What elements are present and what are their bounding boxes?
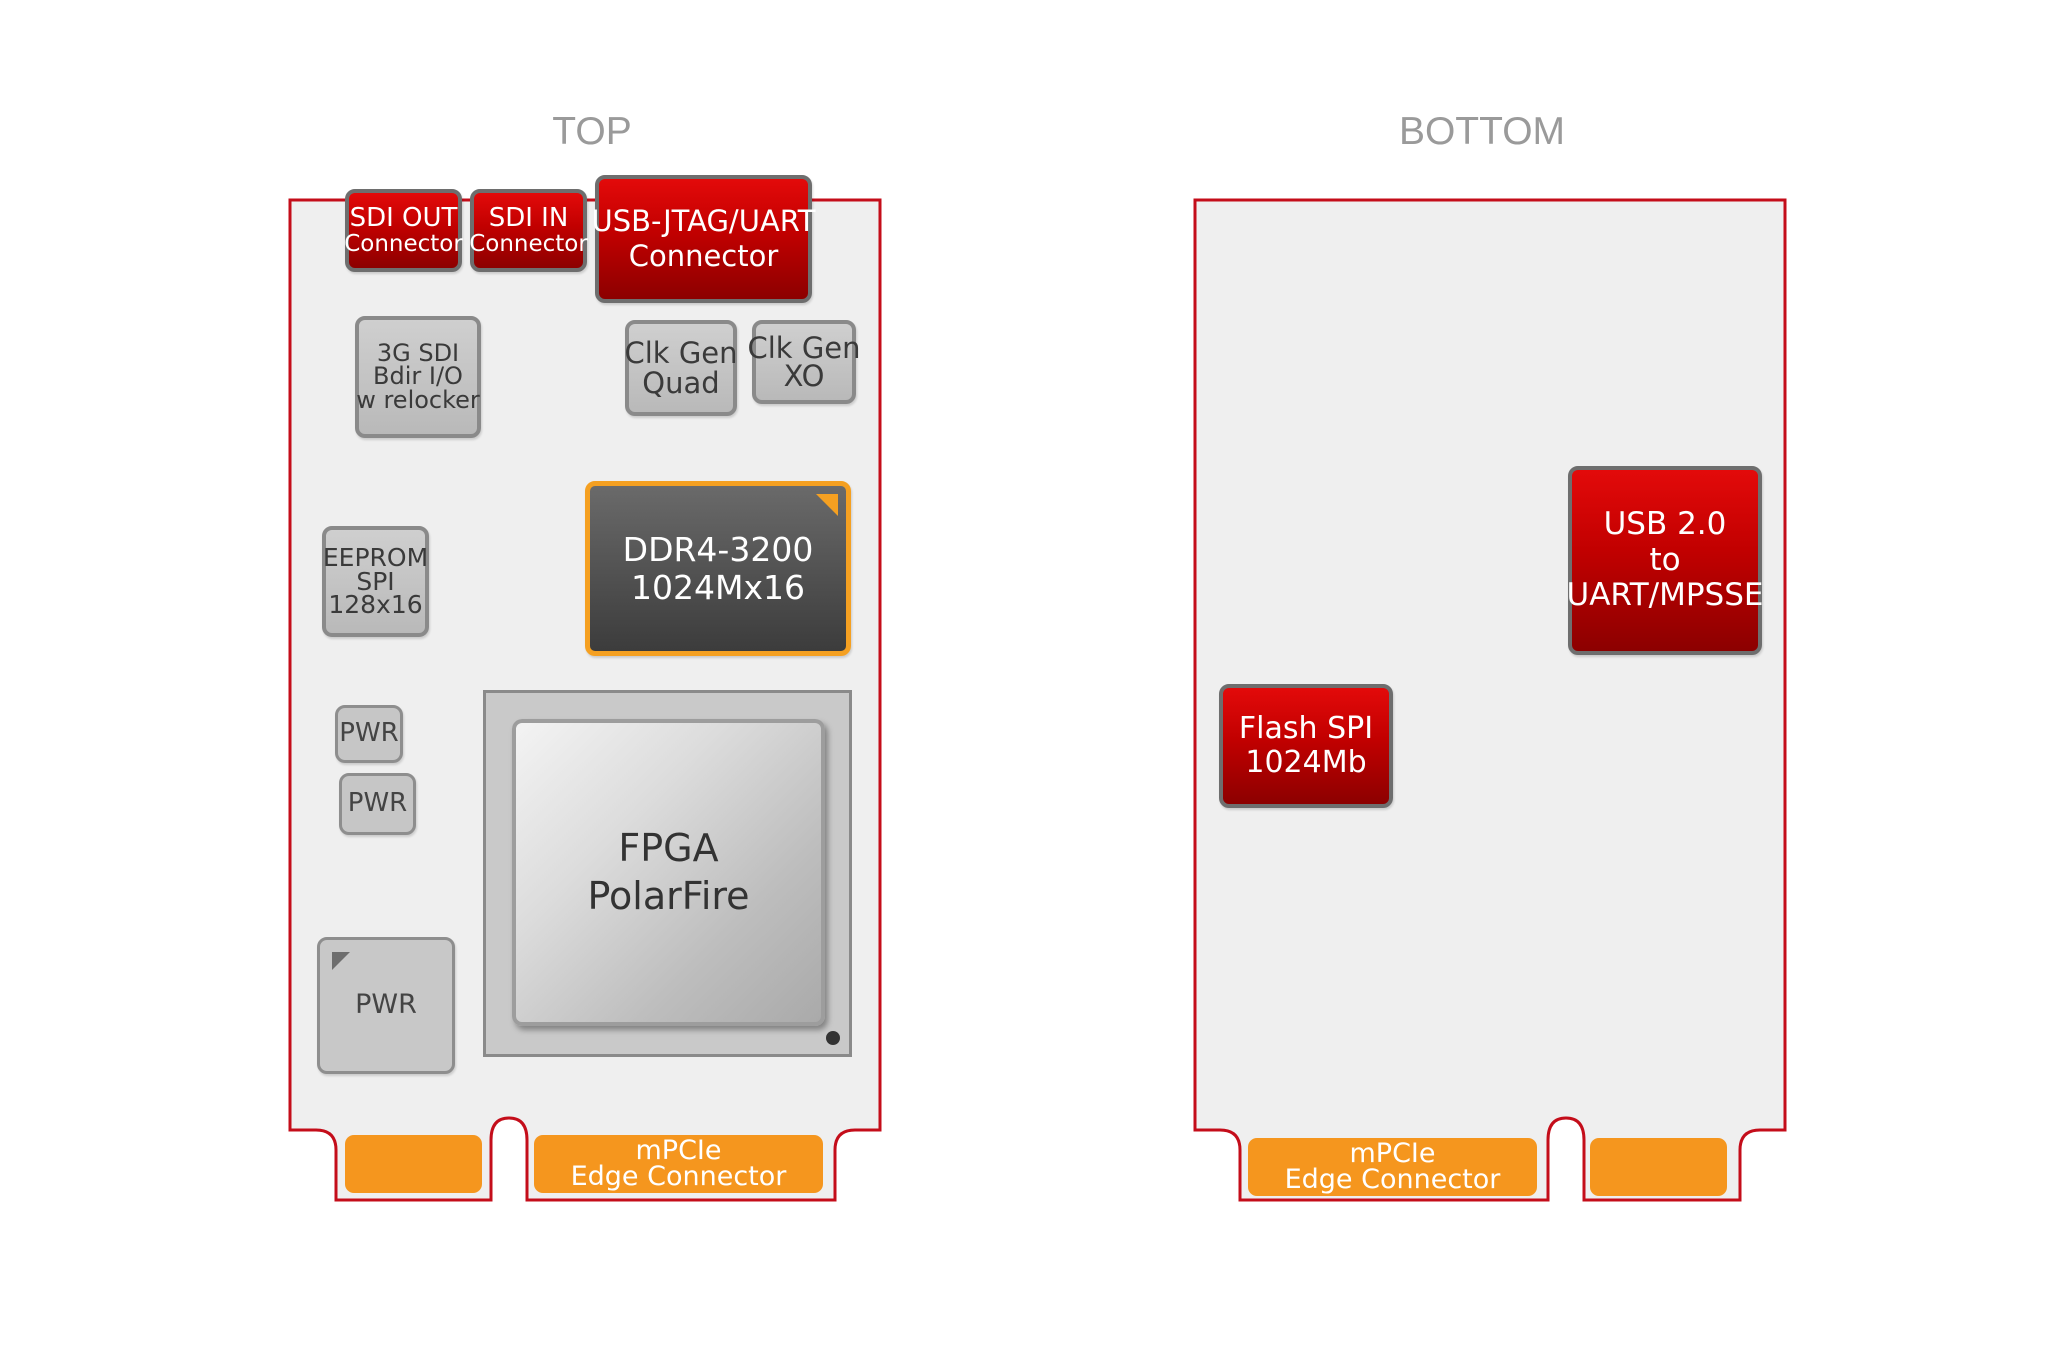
top-side-title: TOP — [552, 110, 632, 153]
bottom-edge-connector: mPCIe Edge Connector — [1248, 1138, 1537, 1196]
flash-spi-chip: Flash SPI 1024Mb — [1219, 684, 1393, 808]
bottom-edge-label-2: Edge Connector — [1284, 1164, 1501, 1195]
pwr-regulator-1: PWR — [335, 705, 403, 763]
sdi-in-label: SDI IN — [488, 202, 569, 233]
bottom-board-outline — [1193, 198, 1787, 1202]
pwr-regulator-2: PWR — [339, 773, 416, 835]
fpga-pin1-dot — [826, 1031, 840, 1045]
usb-uart-line-2: to — [1649, 541, 1681, 578]
pwr-2-label: PWR — [347, 788, 408, 819]
sdi-io-line-2: Bdir I/O — [373, 362, 463, 391]
fpga-package: FPGA PolarFire — [483, 690, 852, 1057]
flash-line-1: Flash SPI — [1238, 710, 1374, 746]
pwr-regulator-3: PWR — [317, 937, 455, 1074]
clk-xo-line-1: Clk Gen — [747, 330, 861, 365]
fpga-family-label: PolarFire — [587, 873, 750, 918]
usb-jtag-sublabel: Connector — [628, 239, 779, 273]
top-edge-connector: mPCIe Edge Connector — [534, 1135, 823, 1193]
pwr-3-pin1-marker — [332, 952, 350, 970]
eeprom-line-2: SPI — [356, 566, 395, 596]
clk-xo-line-2: XO — [783, 359, 825, 393]
ddr-line-2: 1024Mx16 — [631, 567, 805, 607]
bottom-edge-label-1: mPCIe — [1349, 1138, 1436, 1170]
ddr-pin1-marker — [816, 494, 838, 516]
fpga-die: FPGA PolarFire — [512, 719, 825, 1026]
usb-jtag-label: USB-JTAG/UART — [591, 204, 816, 239]
sdi-in-connector: SDI IN Connector — [469, 189, 588, 272]
top-edge-label-2: Edge Connector — [570, 1161, 787, 1192]
clk-gen-xo-chip: Clk Gen XO — [748, 320, 861, 404]
bottom-side-title: BOTTOM — [1398, 110, 1566, 153]
clk-gen-quad-chip: Clk Gen Quad — [624, 320, 738, 416]
usb-uart-line-3: UART/MPSSE — [1566, 577, 1764, 614]
eeprom-line-3: 128x16 — [328, 590, 423, 620]
ddr4-memory-chip: DDR4-3200 1024Mx16 — [585, 481, 851, 656]
top-edge-label-1: mPCIe — [635, 1135, 722, 1167]
clk-quad-line-1: Clk Gen — [624, 335, 738, 370]
top-edge-connector-small — [345, 1135, 482, 1193]
pwr-3-label: PWR — [355, 989, 417, 1021]
usb-uart-mpsse-chip: USB 2.0 to UART/MPSSE — [1566, 466, 1764, 655]
sdi-out-sublabel: Connector — [344, 231, 463, 258]
eeprom-spi-chip: EEPROM SPI 128x16 — [322, 526, 429, 637]
clk-quad-line-2: Quad — [642, 366, 720, 400]
usb-jtag-uart-connector: USB-JTAG/UART Connector — [592, 175, 816, 303]
sdi-out-connector: SDI OUT Connector — [344, 189, 463, 272]
sdi-in-sublabel: Connector — [469, 231, 588, 258]
usb-uart-line-1: USB 2.0 — [1603, 506, 1727, 543]
sdi-bdir-io-chip: 3G SDI Bdir I/O w relocker — [355, 316, 481, 438]
bottom-edge-connector-small — [1590, 1138, 1727, 1196]
sdi-out-label: SDI OUT — [349, 202, 458, 233]
ddr-line-1: DDR4-3200 — [622, 529, 814, 569]
fpga-label: FPGA — [618, 826, 719, 870]
pwr-1-label: PWR — [339, 718, 399, 749]
sdi-io-line-1: 3G SDI — [376, 338, 460, 367]
sdi-io-line-3: w relocker — [356, 385, 480, 414]
eeprom-line-1: EEPROM — [322, 542, 429, 572]
flash-line-2: 1024Mb — [1245, 745, 1367, 780]
